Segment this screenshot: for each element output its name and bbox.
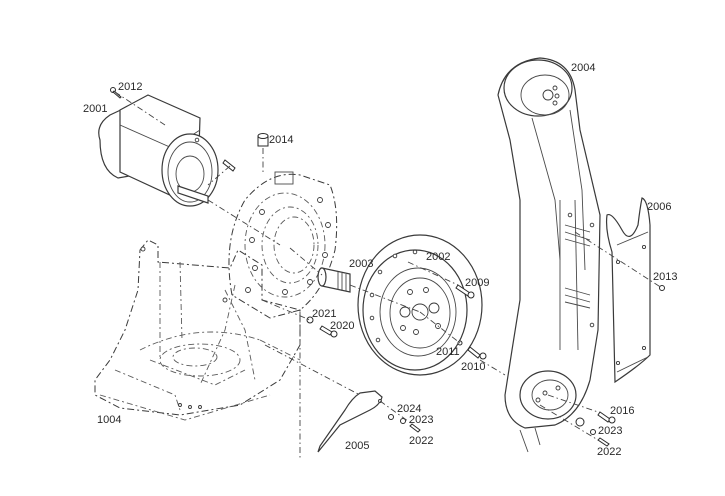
base-housing-1004: [94, 239, 301, 421]
belt-arm-2004: [497, 57, 601, 453]
label-2002: 2002: [426, 251, 450, 263]
label-1004: 1004: [97, 414, 121, 426]
label-2005: 2005: [345, 440, 369, 452]
label-2006: 2006: [647, 201, 671, 213]
label-2003: 2003: [349, 258, 373, 270]
label-2001: 2001: [83, 103, 107, 115]
cap-2014: [257, 133, 269, 147]
label-2022a: 2022: [409, 435, 433, 447]
key-pin: [222, 159, 236, 172]
label-2021: 2021: [312, 308, 336, 320]
input-shaft-2003: [317, 267, 351, 293]
fasteners: [110, 87, 665, 447]
side-cover-2006: [605, 197, 651, 384]
label-2020: 2020: [330, 320, 354, 332]
gear-reducer-2002: [357, 234, 483, 376]
label-2009: 2009: [465, 277, 489, 289]
assembly-axis-lines: [114, 91, 663, 460]
label-2013: 2013: [653, 271, 677, 283]
label-2012: 2012: [118, 81, 142, 93]
flange-housing: [228, 171, 338, 319]
label-2014: 2014: [269, 134, 293, 146]
label-2016: 2016: [610, 405, 634, 417]
motor-2001: [98, 94, 219, 207]
label-2011: 2011: [436, 346, 460, 358]
label-2023b: 2023: [598, 425, 622, 437]
part-labels: 2012 2001 2014 2003 2002 2009 2021 2020 …: [83, 62, 677, 458]
label-2004: 2004: [571, 62, 595, 74]
label-2023a: 2023: [409, 414, 433, 426]
label-2022b: 2022: [597, 446, 621, 458]
label-2024: 2024: [397, 403, 421, 415]
label-2010: 2010: [461, 361, 485, 373]
